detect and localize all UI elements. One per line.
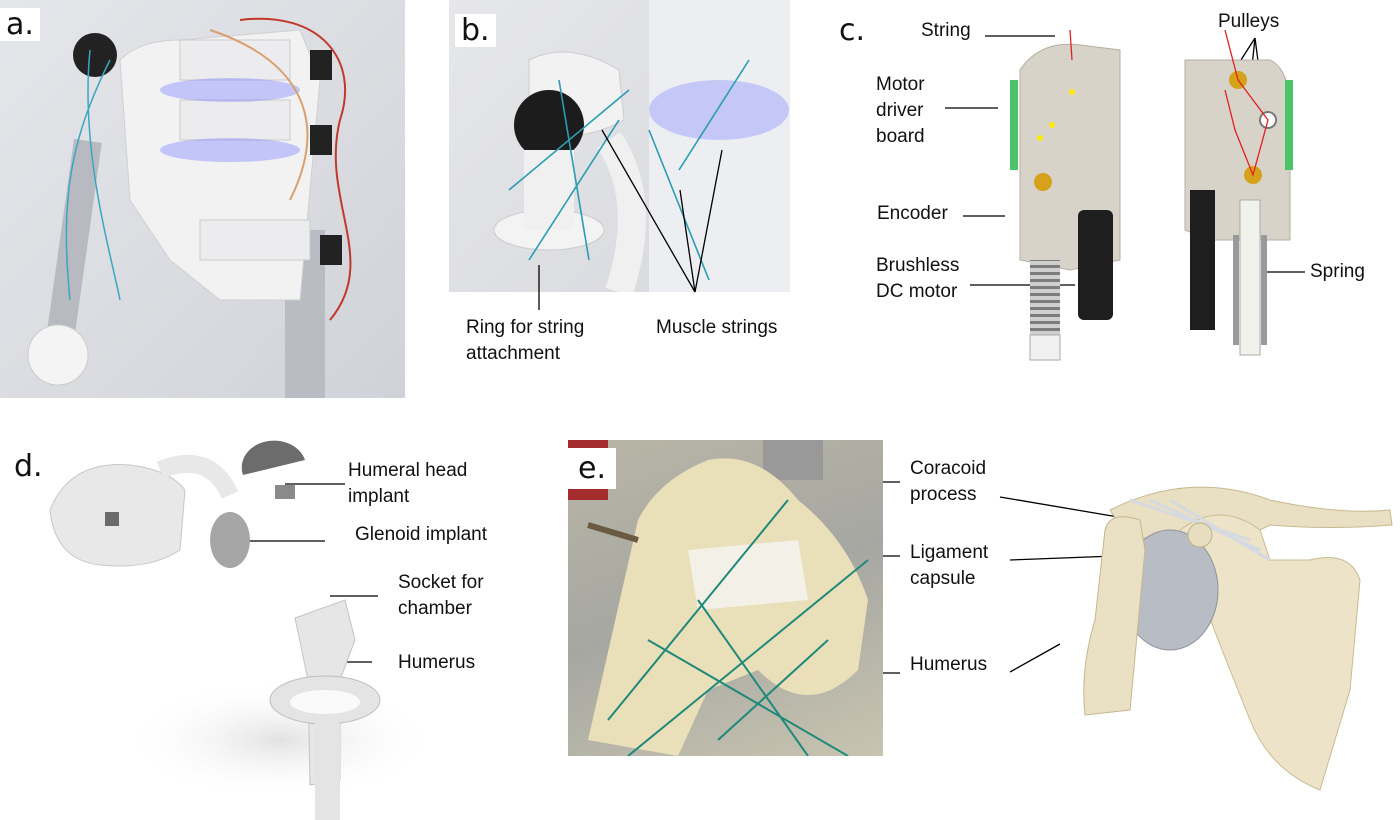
shoulder-prototype-photo [568,440,869,756]
panel-e-photo [568,440,883,756]
label-humeral-head-implant: Humeral head implant [348,460,468,507]
shoulder-anatomy-illustration [1083,486,1393,791]
implant-render [49,440,420,820]
label-humerus-d: Humerus [398,652,476,673]
label-muscle-strings: Muscle strings [656,317,778,338]
panel-letter-d: d. [8,450,49,483]
panel-letter-c: c. [833,14,872,47]
robot-arm-illustration [27,17,352,398]
label-ligament-capsule: Ligament capsule [910,542,989,589]
panel-c-actuator-render [1010,30,1300,370]
label-pulleys: Pulleys [1218,11,1280,32]
label-encoder: Encoder [877,203,948,224]
label-string: String [921,20,971,41]
label-spring: Spring [1310,261,1365,282]
label-humerus-e: Humerus [910,654,988,675]
label-socket-for-chamber: Socket for chamber [398,572,484,619]
panel-letter-e: e. [568,448,616,489]
actuator-cad-render [1010,30,1293,361]
panel-e-anatomy [1050,470,1400,810]
label-brushless-dc-motor: Brushless DC motor [876,255,960,302]
panel-b-photo [449,0,790,292]
label-motor-driver-board: Motor driver board [876,74,925,147]
shoulder-joint-illustration [493,0,790,292]
label-glenoid-implant: Glenoid implant [355,524,488,545]
panel-letter-b: b. [455,14,496,47]
panel-letter-a: a. [0,8,40,41]
label-coracoid-process: Coracoid process [910,458,987,505]
panel-a-photo [0,0,405,398]
label-ring-attachment: Ring for string attachment [466,317,585,364]
panel-d-render [40,440,420,820]
